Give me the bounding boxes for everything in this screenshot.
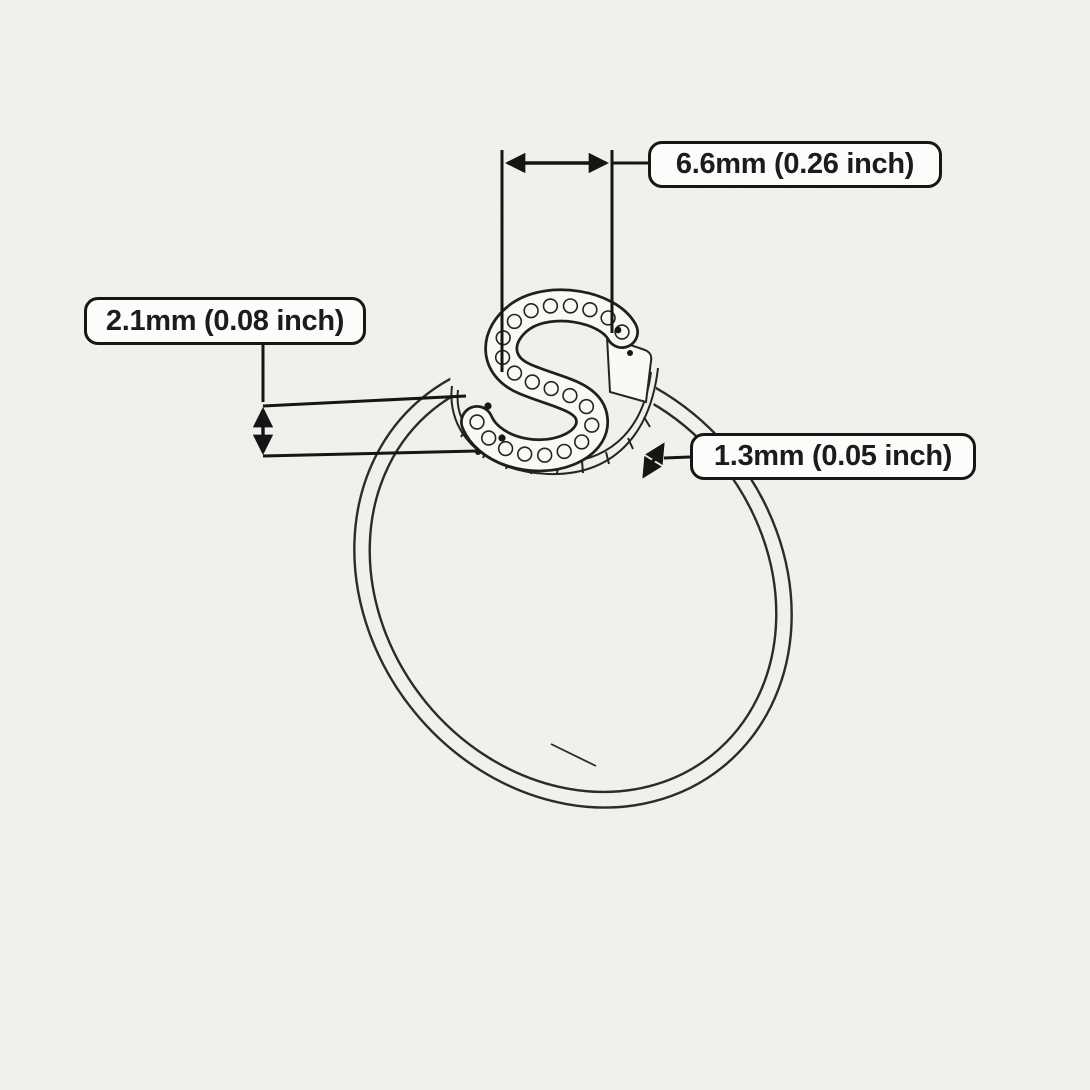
dimension-label-band-thickness: 1.3mm (0.05 inch) — [690, 433, 976, 480]
dimension-label-height: 2.1mm (0.08 inch) — [84, 297, 366, 345]
dimension-label-width: 6.6mm (0.26 inch) — [648, 141, 942, 188]
